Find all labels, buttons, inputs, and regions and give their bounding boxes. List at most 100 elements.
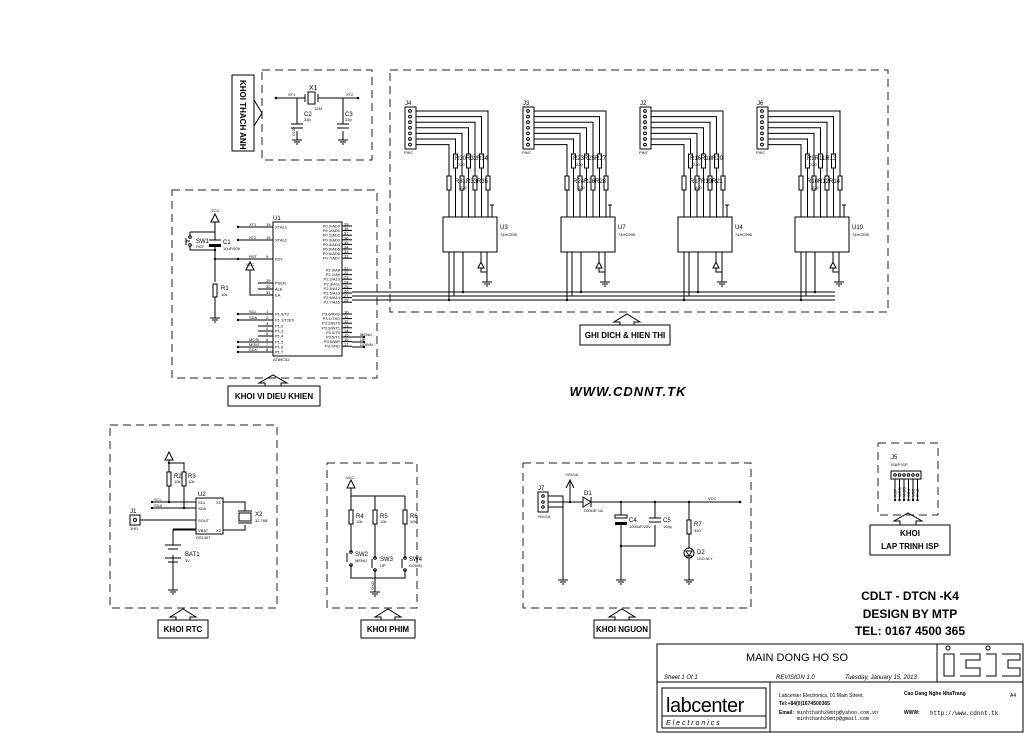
keys-sw2-ref: SW2 xyxy=(355,552,369,558)
mcu-pin-label: P1.2 xyxy=(275,324,284,329)
resistor-top-refs: R9R11R13 xyxy=(807,156,837,162)
mcu-pin-number: 6 xyxy=(266,337,269,342)
mcu-net-label: RST xyxy=(249,254,258,259)
resistor xyxy=(720,175,726,191)
shift-register-ic xyxy=(560,216,616,253)
crystal-c3-ref: C3 xyxy=(345,112,353,118)
rtc-net-scl: SCL xyxy=(154,497,163,502)
connector-pin xyxy=(526,114,530,119)
mcu-pin-label: P0.4/AD4 xyxy=(323,242,341,247)
mcu-pin-number: 31 xyxy=(266,290,271,295)
connector-pin xyxy=(526,125,530,130)
resistor xyxy=(707,175,713,191)
resistor-top-value: 220 xyxy=(576,162,583,167)
rtc-pin-vbat: VBAT xyxy=(198,528,209,533)
mcu-pin-label: P0.7/AD7 xyxy=(323,256,341,261)
title-block-tel: Tel:+84(0)1674500365 xyxy=(779,701,830,707)
resistor-top-value: 220 xyxy=(693,162,700,167)
mcu-pin-label: P2.4/A12 xyxy=(324,286,341,291)
mcu-r1-ref: R1 xyxy=(221,286,229,292)
block-rtc-frame xyxy=(109,424,278,609)
rtc-j1-ref: J1 xyxy=(130,509,137,515)
crystal-x1-ref: X1 xyxy=(309,85,318,92)
mcu-pin-label: P3.2/INT0 xyxy=(322,321,341,326)
connector-pin-label: PIN7 xyxy=(522,150,532,155)
connector-pin xyxy=(760,109,764,113)
title-block-revision: REVISION 1.0 xyxy=(776,675,815,681)
bus-junction xyxy=(682,298,686,302)
segment-wire xyxy=(534,116,600,217)
mcu-sw1-ref: SW1 xyxy=(196,239,210,245)
labcenter-logo-sub: E l e c t r o n i c s xyxy=(666,720,720,727)
keys-gnd-label: GND xyxy=(370,581,375,590)
title-block-email-1: minhthanh29mtp@yahoo.com.vn xyxy=(797,710,878,716)
labcenter-logo-text: labcenter xyxy=(666,695,745,717)
title-block-company: Labcenter Electronics, 01 Main Street, xyxy=(779,693,864,699)
connector-pin xyxy=(526,137,530,141)
rtc-r2-value: 10k xyxy=(174,479,180,484)
keys-r6-ref: R6 xyxy=(410,514,418,520)
mcu-pin-number: 13 xyxy=(344,323,349,328)
bus-junction xyxy=(565,298,569,302)
credits-class: CDLT - DTCN -K4 xyxy=(861,589,959,603)
power-r7-value: 330 xyxy=(694,528,701,533)
connector-pin xyxy=(408,120,412,125)
resistor xyxy=(584,153,589,169)
connector-pin xyxy=(643,137,647,141)
mcu-circuit: U1 AT89C52 VCC VCC SW1 RST C1 10uF/50V R… xyxy=(185,208,835,362)
rtc-pin-scl: SCL xyxy=(198,500,207,505)
connector-pin xyxy=(760,142,764,147)
mcu-net-label: XT2 xyxy=(249,235,257,240)
mcu-pin-number: 29 xyxy=(266,278,271,283)
mcu-pin-number: 28 xyxy=(344,298,349,303)
connector-ref: J2 xyxy=(640,101,647,107)
resistor xyxy=(564,175,570,191)
mcu-pin-number: 21 xyxy=(344,266,349,271)
mcu-pin-label: P2.2/A10 xyxy=(324,277,341,282)
mcu-pin-number: 26 xyxy=(344,289,349,294)
isis-logo xyxy=(943,645,1021,677)
resistor xyxy=(597,153,602,169)
isp-pin-label: SCK xyxy=(906,488,911,497)
connector-pin xyxy=(408,109,412,113)
crystal-c2-ref: C2 xyxy=(304,112,312,118)
mcu-pin-number: 8 xyxy=(266,347,269,352)
mcu-pin-number: 19 xyxy=(266,222,271,227)
net-terminal xyxy=(911,498,915,502)
mcu-pin-number: 30 xyxy=(266,284,271,289)
mcu-pin-label: P2.7/A15 xyxy=(324,300,341,305)
title-block-school: Cao Dang Nghe NhaTrang xyxy=(904,691,966,697)
rtc-u2-ref: U2 xyxy=(198,492,206,498)
resistor-top-refs: R16R18R20 xyxy=(690,156,724,162)
mcu-pin-label: P0.1/AD1 xyxy=(323,228,341,233)
ground-icon xyxy=(834,281,844,287)
mcu-pin-label: XTAL1 xyxy=(275,225,288,230)
bus-junction xyxy=(461,290,465,294)
connector-pin xyxy=(760,131,764,136)
ic-bottom-pins xyxy=(566,252,606,300)
keys-sw4-value: DOWN xyxy=(409,563,422,568)
connector-pin xyxy=(526,142,530,147)
title-block: MAIN DONG HO SO Sheet 1 Of 1 REVISION 1.… xyxy=(656,643,1024,733)
rtc-pin-x1: X1 xyxy=(216,500,222,505)
mcu-pin-label: ALE xyxy=(275,287,283,292)
connector-pin xyxy=(408,131,412,136)
ground-icon xyxy=(600,281,610,287)
mcu-pin-number: 10 xyxy=(344,310,349,315)
ic-part: 74HC595 xyxy=(852,232,870,237)
net-terminal xyxy=(916,498,919,502)
bus-junction xyxy=(579,290,583,294)
segment-wire xyxy=(534,127,587,217)
block-mcu-label: KHOI VI DIEU KHIEN xyxy=(235,392,313,401)
net-terminal xyxy=(362,340,366,344)
mcu-vcc-label: VCC xyxy=(211,208,220,213)
block-shift-label: GHI DICH & HIEN THI xyxy=(585,331,665,340)
resistor-bottom-value: 220 xyxy=(578,185,585,190)
resistor-top-value: 220 xyxy=(458,162,465,167)
rtc-chip-body xyxy=(195,497,224,535)
segment-wire xyxy=(768,127,821,217)
ic-part: 74HC595 xyxy=(735,232,753,237)
block-label-keys: KHOI PHIM xyxy=(360,608,416,639)
isp-pin xyxy=(902,473,906,477)
mcu-pin-number: 27 xyxy=(344,293,349,298)
